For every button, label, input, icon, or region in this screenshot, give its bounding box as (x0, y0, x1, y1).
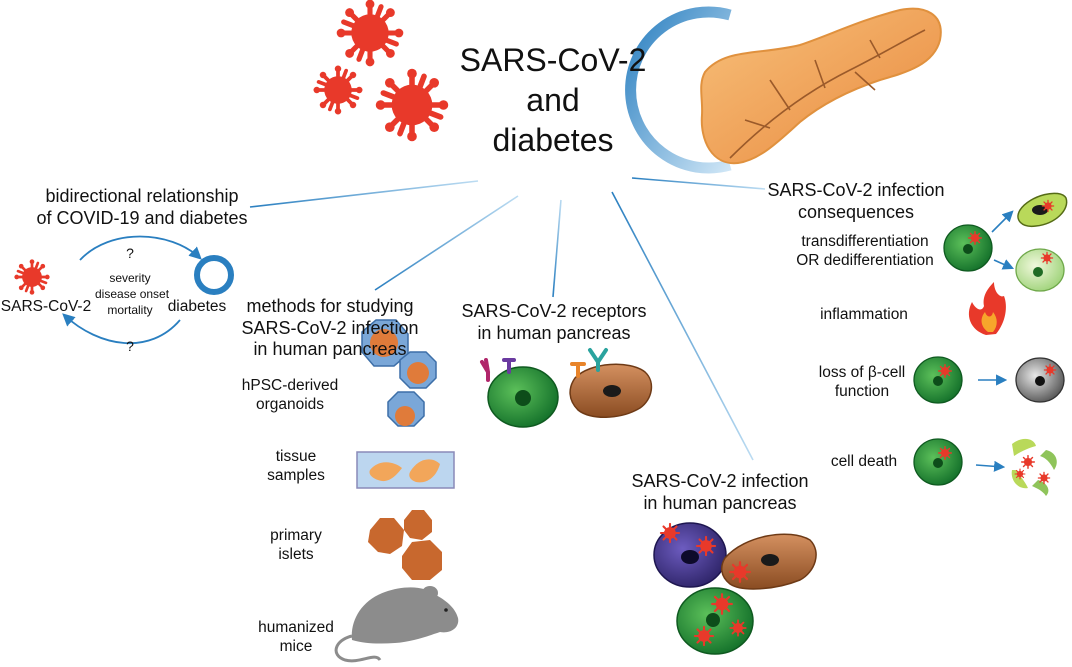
consequence-loss-of-function-label: loss of β-cell function (818, 364, 906, 400)
virus-icon-large-bottom (376, 69, 449, 142)
organoids-icon (361, 319, 437, 427)
connector-bidirectional (249, 180, 479, 208)
effects-list: severity disease onset mortality (95, 271, 170, 318)
connector-consequences (631, 177, 766, 190)
main-title: SARS-CoV-2 and diabetes (459, 42, 647, 158)
infected-brown-cell-icon (720, 533, 817, 590)
dedifferentiated-cell-icon (1015, 248, 1065, 292)
inflammation-flame-icon (968, 282, 1006, 335)
consequence-inflammation-label: inflammation (820, 306, 908, 323)
receptor-beta-cell-icon (480, 358, 559, 428)
beta-cell-infected-icon-3 (913, 438, 963, 486)
infected-green-cell-icon (676, 587, 754, 655)
virus-icon-small (311, 63, 365, 117)
arrow-dedifferentiation (993, 259, 1015, 270)
arrow-cell-death (975, 460, 1006, 472)
connector-infection (611, 191, 754, 461)
humanized-mouse-icon (334, 586, 459, 663)
dead-cell-fragments-icon (1011, 438, 1057, 496)
beta-cell-infected-icon-2 (913, 356, 963, 404)
virus-label: SARS-CoV-2 (0, 298, 92, 315)
consequence-cell-death-label: cell death (830, 453, 898, 470)
consequence-transdifferentiation-label: transdifferentiation OR dedifferentiatio… (796, 233, 934, 269)
method-tissue-label: tissue samples (267, 448, 325, 484)
arrow-diabetes-to-virus (62, 313, 181, 345)
virus-icon-large-top (337, 0, 404, 66)
method-islets-label: primary islets (270, 527, 322, 563)
infected-purple-cell-icon (653, 522, 727, 588)
receptors-heading: SARS-CoV-2 receptors in human pancreas (461, 301, 647, 343)
methods-heading: methods for studying SARS-CoV-2 infectio… (241, 296, 419, 360)
pancreas-icon (625, 6, 942, 174)
question-mark-top: ? (126, 245, 134, 261)
virus-icon-bidirectional (13, 258, 51, 296)
diabetes-ring-icon (194, 255, 234, 295)
connector-receptors (552, 199, 562, 298)
method-organoids-label: hPSC-derived organoids (241, 377, 339, 413)
arrow-virus-to-diabetes (79, 235, 202, 261)
receptor-ductal-cell-icon (569, 348, 653, 418)
beta-cell-infected-icon (943, 224, 993, 272)
transdifferentiated-cell-icon (1017, 192, 1068, 228)
bidirectional-heading: bidirectional relationship of COVID-19 a… (36, 186, 248, 228)
tissue-sample-icon (356, 451, 455, 489)
consequences-heading: SARS-CoV-2 infection consequences (767, 180, 945, 222)
arrow-transdifferentiation (991, 210, 1014, 233)
nonfunctional-cell-icon (1015, 357, 1065, 403)
primary-islets-icon (368, 510, 442, 580)
diabetes-label: diabetes (167, 298, 227, 315)
method-mice-label: humanized mice (258, 619, 334, 655)
connector-methods (374, 195, 519, 291)
question-mark-bottom: ? (126, 338, 134, 354)
infection-heading: SARS-CoV-2 infection in human pancreas (631, 471, 809, 513)
